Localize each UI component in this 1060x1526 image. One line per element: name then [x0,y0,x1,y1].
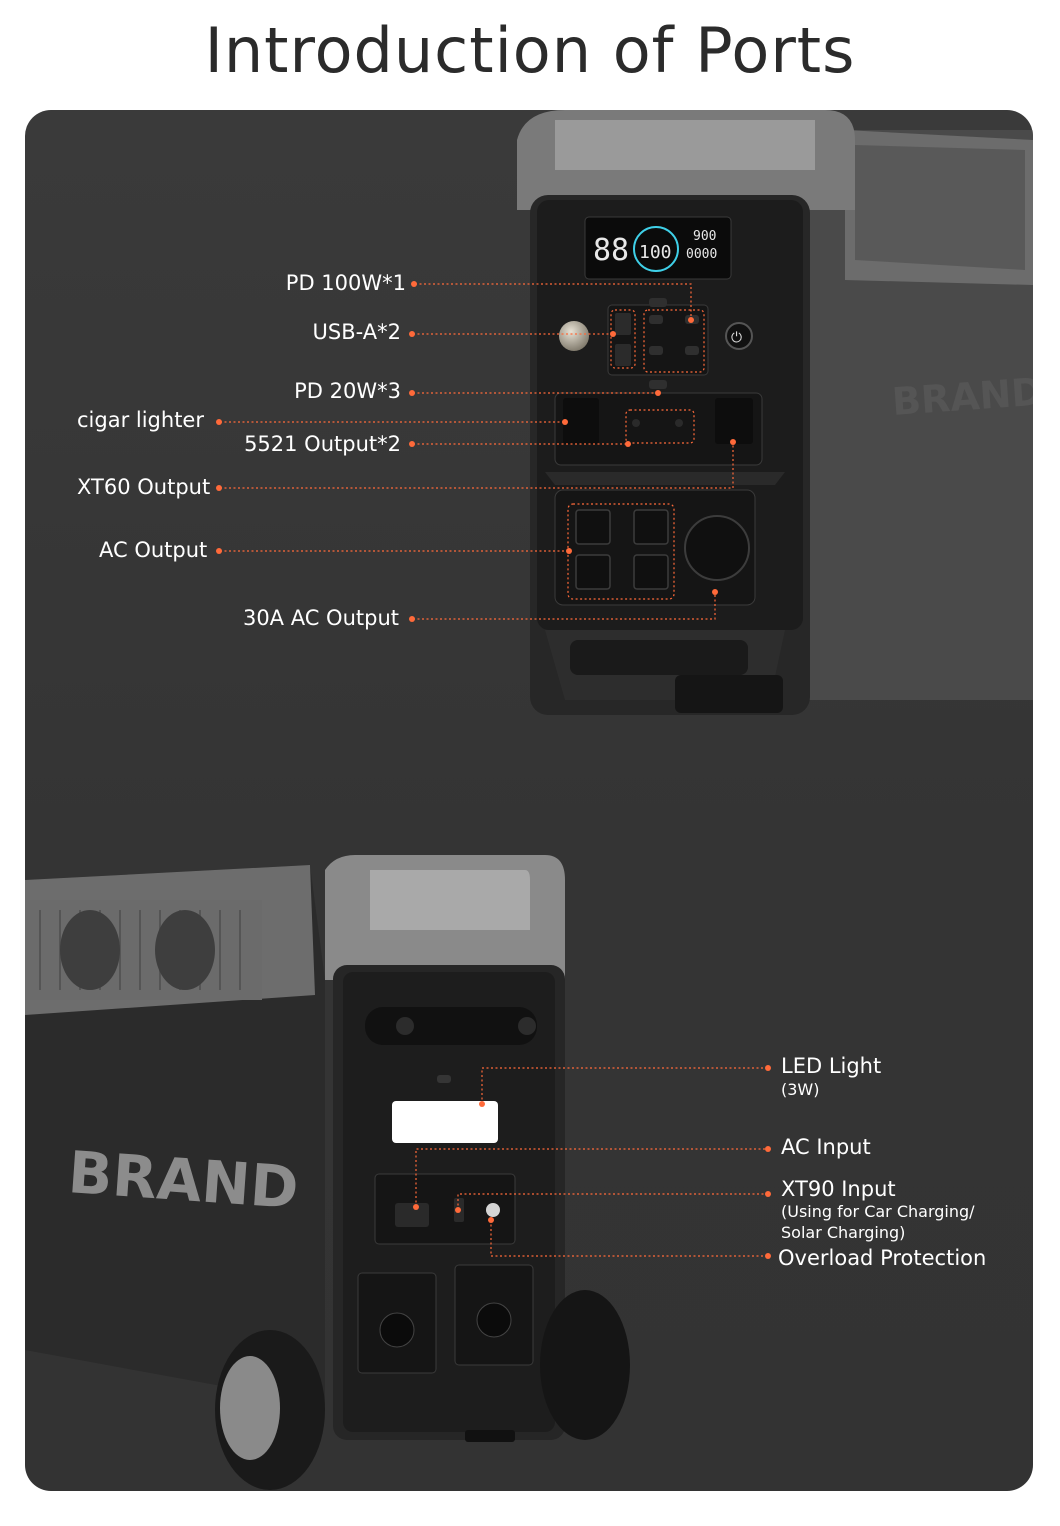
rear-unit [25,855,630,1490]
label-led: LED Light [781,1054,882,1078]
rear-leaders [413,1065,771,1259]
label-30a: 30A AC Output [242,606,399,630]
label-led-sub: (3W) [781,1080,820,1099]
product-panel: 88 100 900 0000 ⏻ [25,110,1033,1491]
svg-text:⏻: ⏻ [731,330,742,346]
svg-text:88: 88 [593,233,629,268]
front-leaders [216,281,736,622]
svg-text:BRAND: BRAND [891,370,1033,424]
label-xt90: XT90 Input [781,1177,896,1201]
product-illustration: 88 100 900 0000 ⏻ [25,110,1033,1490]
label-ac-input: AC Input [781,1135,871,1159]
label-5521: 5521 Output*2 [244,432,401,456]
label-ac: AC Output [99,538,208,562]
svg-text:900: 900 [693,229,716,244]
front-unit: 88 100 900 0000 ⏻ [517,110,1033,715]
svg-text:BRAND: BRAND [66,1138,301,1222]
label-cigar: cigar lighter [77,408,204,432]
label-xt90-sub: (Using for Car Charging/ Solar Charging) [781,1202,975,1242]
label-overload: Overload Protection [778,1246,987,1270]
label-pd20: PD 20W*3 [294,379,401,403]
label-xt60: XT60 Output [77,475,211,499]
svg-text:100: 100 [639,242,672,263]
svg-text:0000: 0000 [686,247,717,262]
label-pd100: PD 100W*1 [285,271,406,295]
label-usba: USB-A*2 [312,320,401,344]
page-title: Introduction of Ports [204,14,856,87]
